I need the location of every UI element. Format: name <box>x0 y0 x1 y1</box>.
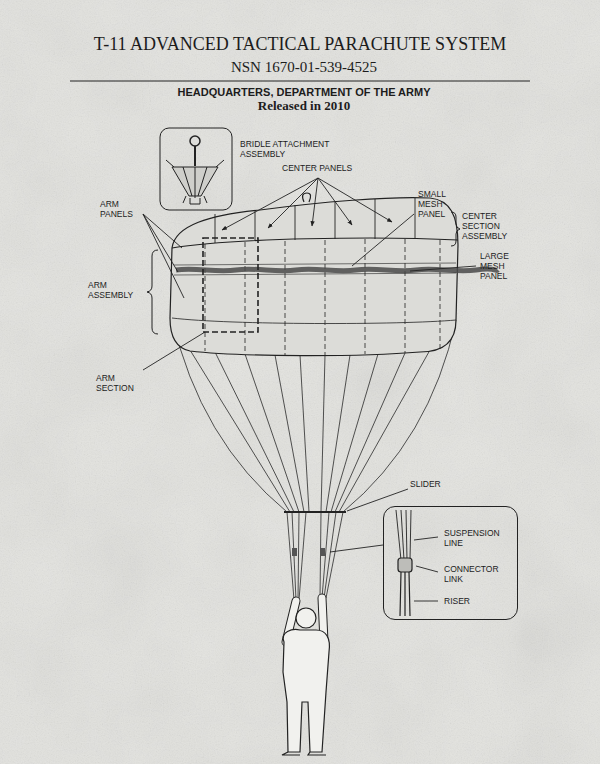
part-name: BRIDLE ATTACHMENT ASSEMBLY <box>240 140 340 160</box>
connector-inset-drawing <box>406 510 407 560</box>
slider <box>284 511 346 513</box>
leader-line <box>318 178 352 225</box>
canopy <box>205 244 206 351</box>
suspension-lines <box>292 512 296 600</box>
leader-line <box>143 214 182 248</box>
leader-line <box>143 214 178 272</box>
canopy <box>335 202 336 239</box>
connector-inset-drawing <box>401 510 404 560</box>
canopy <box>176 269 498 271</box>
part-name: SMALL MESH PANEL <box>418 190 454 219</box>
jumper-figure <box>296 608 316 628</box>
canopy <box>285 241 286 355</box>
leader-line <box>330 545 383 552</box>
canopy <box>170 193 498 356</box>
suspension-lines <box>245 354 299 512</box>
riser-links <box>292 548 297 556</box>
bracket <box>147 250 158 334</box>
part-name: SUSPENSION LINE <box>444 529 510 549</box>
suspension-lines <box>299 512 306 600</box>
canopy <box>170 198 458 356</box>
connector-inset-drawing <box>414 537 438 540</box>
suspension-lines <box>335 353 405 512</box>
suspension-lines <box>300 355 309 512</box>
release-date: Released in 2010 <box>4 99 600 114</box>
bridle-inset <box>183 196 207 204</box>
connector-inset-drawing <box>396 510 401 560</box>
connector-inset-drawing <box>398 558 412 572</box>
leader-line <box>352 214 414 266</box>
bridle-inset <box>166 160 224 167</box>
jumper-figure <box>282 752 326 755</box>
leader-line <box>318 178 392 222</box>
leader-line <box>143 178 476 552</box>
part-name: ARM PANELS <box>100 200 140 220</box>
part-name: CENTER SECTION ASSEMBLY <box>462 212 512 241</box>
suspension-lines <box>298 512 299 600</box>
part-name: SLIDER <box>410 480 460 490</box>
part-name: ARM SECTION <box>96 374 144 394</box>
suspension-lines <box>275 355 304 512</box>
jumper-figure <box>283 630 329 753</box>
jumper-figure <box>282 598 329 755</box>
bridle-inset <box>160 128 232 210</box>
bridle-inset <box>194 146 196 166</box>
canopy <box>295 205 296 240</box>
issuer: HEADQUARTERS, DEPARTMENT OF THE ARMY <box>4 86 600 99</box>
suspension-lines <box>172 318 456 600</box>
bridle-inset <box>160 128 232 210</box>
canopy <box>440 240 441 351</box>
connector-inset-drawing <box>400 572 410 616</box>
canopy <box>303 193 311 202</box>
connector-inset-drawing <box>414 601 438 602</box>
leader-line <box>143 214 184 298</box>
suspension-lines <box>326 512 343 598</box>
connector-inset-drawing <box>416 566 438 572</box>
canopy <box>174 263 456 275</box>
riser-links <box>320 548 325 556</box>
part-name: LARGE MESH PANEL <box>480 252 520 281</box>
leader-line <box>410 266 476 271</box>
leader-line <box>312 178 318 226</box>
canopy <box>205 239 440 355</box>
part-name: CENTER PANELS <box>282 164 372 174</box>
canopy <box>365 239 366 354</box>
canopy <box>203 238 258 332</box>
canopy <box>375 199 376 239</box>
leader-line <box>143 332 205 370</box>
suspension-lines <box>321 355 325 512</box>
bridle-inset <box>190 136 200 146</box>
suspension-lines <box>215 352 294 512</box>
connector-inset-drawing <box>410 510 411 560</box>
nsn-number: NSN 1670-01-539-4525 <box>4 59 600 76</box>
connector-inset-drawing <box>396 510 438 616</box>
canopy <box>172 318 456 324</box>
leader-line <box>268 178 318 228</box>
bracket <box>147 212 460 334</box>
canopy <box>245 242 246 354</box>
riser-links <box>292 548 325 556</box>
canopy <box>415 198 416 239</box>
canopy <box>325 240 326 355</box>
canopy <box>255 210 256 241</box>
title: T-11 ADVANCED TACTICAL PARACHUTE SYSTEM <box>0 34 600 56</box>
title-rule <box>70 81 530 82</box>
callout-inset: SUSPENSION LINE CONNECTOR LINK RISER <box>383 506 518 620</box>
part-name: CONNECTOR LINK <box>444 565 510 585</box>
bridle-inset <box>183 167 207 198</box>
part-name: ARM ASSEMBLY <box>88 281 140 301</box>
canopy <box>405 239 406 353</box>
leader-line <box>222 178 318 230</box>
leader-line <box>347 489 408 511</box>
part-name: RISER <box>444 597 510 607</box>
bracket <box>451 212 460 246</box>
suspension-lines <box>331 354 378 512</box>
suspension-lines <box>190 350 290 512</box>
